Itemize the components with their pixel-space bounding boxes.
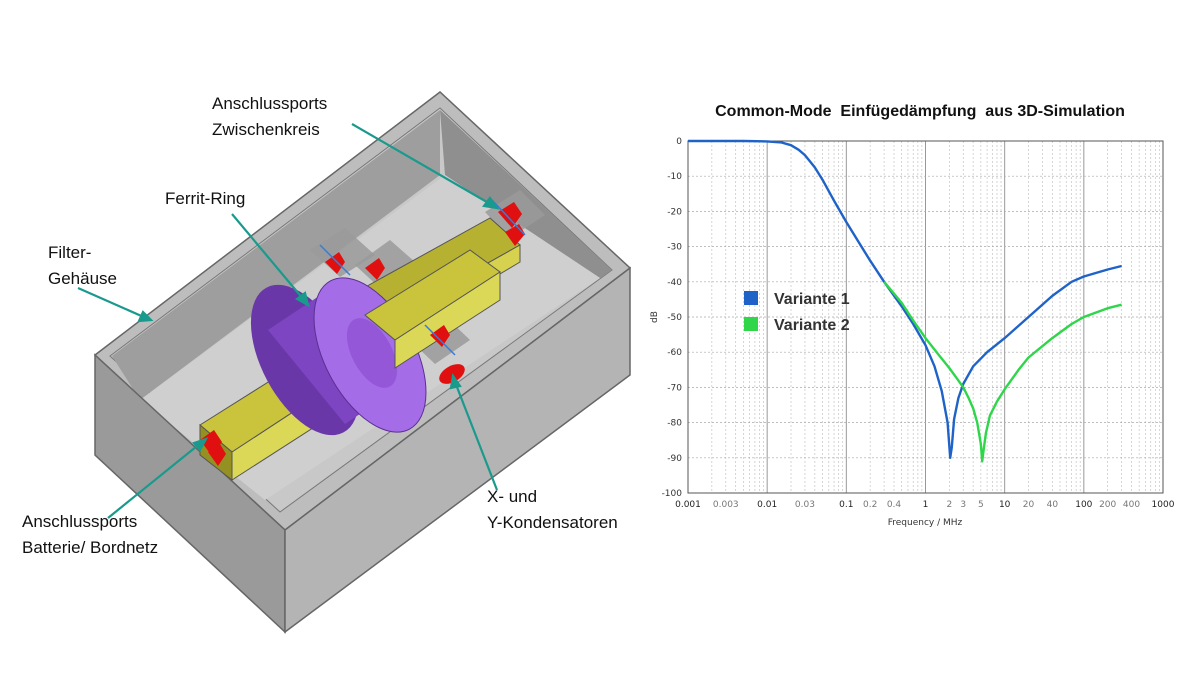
x-tick-label: 0.001: [675, 500, 701, 510]
x-tick-label: 0.01: [757, 500, 777, 510]
x-tick-label: 1000: [1152, 500, 1175, 510]
x-tick-label: 200: [1099, 500, 1116, 510]
legend-swatch-1: [744, 291, 758, 305]
y-tick-label: -90: [667, 454, 682, 464]
callout-line-2: Zwischenkreis: [212, 120, 320, 139]
series-line-1: [688, 139, 1122, 459]
y-tick-label: -40: [667, 278, 682, 288]
x-tick-label: 3: [960, 500, 966, 510]
x-tick-label: 0.1: [839, 500, 853, 510]
callout-line-2: Batterie/ Bordnetz: [22, 538, 159, 557]
x-tick-label: 0.003: [713, 500, 739, 510]
y-axis-label: dB: [650, 311, 660, 323]
chart-title: Common-Mode Einfügedämpfung aus 3D-Simul…: [715, 103, 1125, 120]
y-tick-label: -70: [667, 383, 682, 393]
x-axis-label: Frequency / MHz: [888, 518, 963, 528]
y-tick-label: -60: [667, 348, 682, 358]
callout-ferrite-ring: Ferrit-Ring: [165, 186, 245, 212]
y-tick-label: -10: [667, 172, 682, 182]
x-tick-label: 0.4: [887, 500, 902, 510]
y-tick-label: 0: [676, 137, 682, 147]
x-tick-label: 100: [1075, 500, 1092, 510]
callout-line-1: Anschlussports: [22, 512, 138, 531]
callout-line-1: X- und: [487, 487, 538, 506]
y-tick-labels: 0 -10 -20 -30 -40 -50 -60 -70 -80 -90 -100: [662, 137, 683, 499]
legend-label-2: Variante 2: [774, 317, 850, 334]
series-line-2: [883, 281, 1122, 463]
legend-swatch-2: [744, 317, 758, 331]
x-tick-label: 10: [999, 500, 1011, 510]
callout-line-1: Ferrit-Ring: [165, 189, 246, 208]
x-tick-label: 400: [1123, 500, 1140, 510]
x-tick-label: 40: [1047, 500, 1059, 510]
callout-capacitors: X- und Y-Kondensatoren: [487, 484, 618, 536]
port-markers: [200, 199, 526, 466]
callout-ports-battery: Anschlussports Batterie/ Bordnetz: [22, 509, 158, 561]
chart-grid: [687, 140, 1163, 494]
x-tick-label: 20: [1023, 500, 1035, 510]
y-tick-label: -50: [667, 313, 682, 323]
x-tick-label: 0.2: [863, 500, 877, 510]
callout-line-2: Y-Kondensatoren: [487, 513, 618, 532]
legend-label-1: Variante 1: [774, 291, 850, 308]
y-tick-label: -30: [667, 243, 682, 253]
chart-series: [688, 139, 1122, 463]
callout-line-1: Anschlussports: [212, 94, 328, 113]
chart-legend: Variante 1 Variante 2: [744, 291, 850, 334]
x-tick-label: 5: [978, 500, 984, 510]
y-tick-label: -100: [662, 489, 683, 499]
plot-frame: [687, 140, 1164, 494]
callout-arrows: [77, 123, 500, 519]
y-tick-label: -80: [667, 419, 682, 429]
callout-line-2: Gehäuse: [48, 269, 117, 288]
x-tick-label: 1: [923, 500, 929, 510]
x-tick-label: 2: [946, 500, 952, 510]
y-tick-label: -20: [667, 207, 682, 217]
busbar-through-ring: [364, 249, 501, 369]
callout-line-1: Filter-: [48, 243, 92, 262]
callout-ports-intermediate-circuit: Anschlussports Zwischenkreis: [212, 91, 327, 143]
callout-filter-housing: Filter- Gehäuse: [48, 240, 117, 292]
x-tick-label: 0.03: [795, 500, 815, 510]
